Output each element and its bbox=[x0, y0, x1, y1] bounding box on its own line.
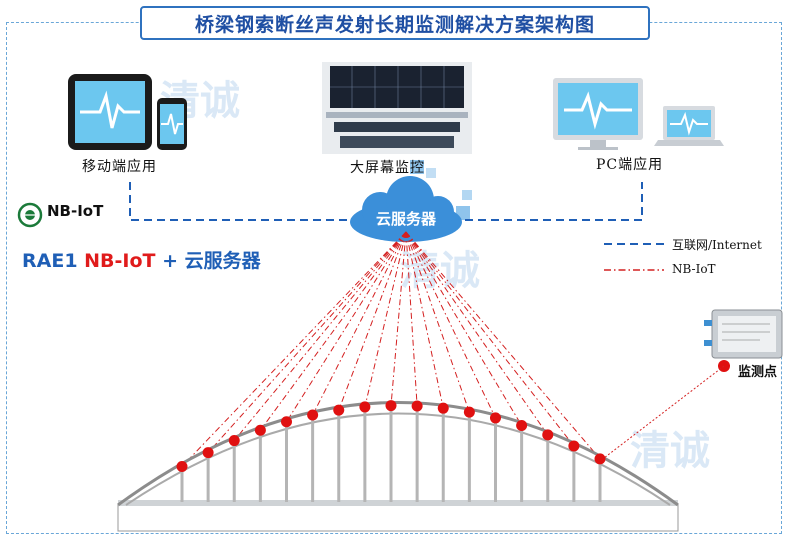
sensor-point bbox=[254, 424, 266, 436]
cloud-icon bbox=[350, 176, 462, 242]
control-room-image bbox=[322, 62, 472, 154]
legend bbox=[604, 243, 664, 271]
sensor-point bbox=[490, 412, 501, 424]
solution-nbiot: NB-IoT bbox=[84, 250, 156, 272]
nbiot-link bbox=[405, 231, 575, 447]
nbiot-link bbox=[405, 231, 601, 460]
nbiot-link bbox=[405, 231, 418, 407]
nbiot-link bbox=[207, 231, 407, 453]
monitor-icon bbox=[553, 78, 643, 150]
nbiot-link bbox=[364, 231, 407, 408]
screen-label: 大屏幕监控 bbox=[350, 160, 425, 176]
nbiot-logo-text: NB-IoT bbox=[47, 202, 104, 220]
nbiot-link bbox=[181, 231, 407, 467]
sensor-point bbox=[333, 404, 345, 416]
sensor-point bbox=[516, 419, 528, 431]
sensor-point bbox=[385, 400, 397, 412]
sensor-point bbox=[202, 447, 214, 459]
bridge bbox=[117, 401, 679, 532]
sensors bbox=[176, 400, 606, 472]
sensor-point bbox=[437, 402, 449, 414]
nbiot-link bbox=[312, 231, 407, 416]
sensor-point bbox=[307, 409, 319, 421]
cloud-label: 云服务器 bbox=[375, 210, 436, 228]
nbiot-link bbox=[233, 231, 407, 441]
nbiot-link bbox=[338, 231, 407, 411]
tablet-icon bbox=[68, 74, 152, 150]
diagram-title: 桥梁钢索断丝声发射长期监测解决方案架构图 bbox=[194, 13, 595, 36]
pc-label: PC端应用 bbox=[596, 157, 664, 173]
nbiot-link bbox=[405, 231, 496, 419]
sensor-point bbox=[281, 416, 292, 428]
solution-label: RAE1 NB-IoT + 云服务器 bbox=[22, 246, 261, 273]
monitor-point-label: 监测点 bbox=[738, 365, 778, 380]
acquisition-module-icon bbox=[704, 309, 783, 359]
sensor-point bbox=[411, 400, 423, 412]
nbiot-link bbox=[390, 231, 407, 406]
watermark-right: 清诚 bbox=[630, 428, 710, 474]
solution-rae1: RAE1 bbox=[22, 250, 85, 272]
nbiot-links bbox=[181, 231, 601, 467]
sensor-point bbox=[568, 440, 580, 452]
sensor-point bbox=[463, 406, 475, 418]
nbiot-link bbox=[286, 231, 407, 423]
sensor-point bbox=[542, 429, 554, 441]
solution-cloud: + 云服务器 bbox=[155, 250, 261, 272]
mobile-label: 移动端应用 bbox=[82, 159, 157, 175]
title-box: 桥梁钢索断丝声发射长期监测解决方案架构图 bbox=[140, 6, 650, 40]
phone-icon bbox=[157, 98, 187, 150]
nbiot-logo-icon bbox=[17, 202, 43, 228]
legend-nbiot-label: NB-IoT bbox=[672, 262, 716, 276]
legend-internet-label: 互联网/Internet bbox=[672, 238, 762, 252]
nbiot-link bbox=[405, 231, 523, 426]
sensor-point bbox=[228, 435, 240, 447]
nbiot-link bbox=[259, 231, 407, 431]
sensor-point bbox=[359, 401, 371, 413]
sensor-point bbox=[176, 460, 188, 472]
watermark-mid: 清诚 bbox=[400, 248, 480, 294]
sensor-point bbox=[594, 453, 606, 465]
nbiot-link bbox=[405, 231, 470, 413]
laptop-icon bbox=[654, 106, 724, 146]
nbiot-link bbox=[405, 231, 444, 409]
nbiot-link bbox=[405, 231, 549, 436]
nbiot-logo: NB-IoT bbox=[44, 202, 103, 220]
monitor-point-leader bbox=[603, 365, 725, 459]
